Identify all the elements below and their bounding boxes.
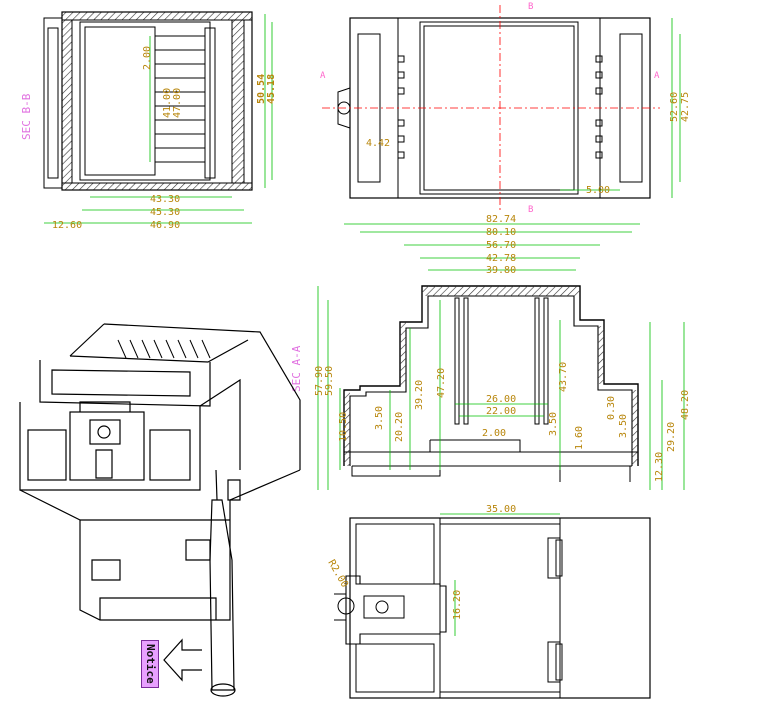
dim-aa-26-00: 26.00 — [486, 394, 516, 405]
dim-aa-47-20: 47.20 — [436, 368, 447, 398]
dim-aa-3-50-right: 3.50 — [618, 414, 629, 438]
dim-bb-2-00: 2.00 — [142, 46, 153, 70]
dim-bb-45-18: 45.18 — [266, 74, 277, 104]
dim-aa-3-50-mid: 3.50 — [548, 412, 559, 436]
top-view: A A B B 4.42 5.00 52.60 42.75 — [320, 2, 691, 215]
dim-aa-20-20: 20.20 — [394, 412, 405, 442]
dim-aa-2-00: 2.00 — [482, 428, 506, 439]
dim-top-5-00: 5.00 — [586, 185, 610, 196]
dim-aa-22-00: 22.00 — [486, 406, 516, 417]
section-bb-view: SEC B-B 2.00 41.00 — [20, 11, 277, 231]
dim-aa-57-90: 57.90 — [314, 366, 325, 396]
section-mark-a-left: A — [320, 71, 326, 81]
section-mark-b-top: B — [528, 2, 533, 12]
section-aa-view: SEC A-A 82.74 80.10 56.70 42.78 39.80 — [290, 214, 691, 490]
section-mark-a-right: A — [654, 71, 660, 81]
dim-aa-12-30: 12.30 — [654, 452, 665, 482]
dim-bottom-16-20: 16.20 — [452, 590, 463, 620]
dim-aa-39-20: 39.20 — [414, 380, 425, 410]
dim-bb-50-54: 50.54 — [256, 74, 267, 104]
dim-aa-48-20: 48.20 — [680, 390, 691, 420]
dim-aa-3-50-left: 3.50 — [374, 406, 385, 430]
section-bb-title: SEC B-B — [20, 93, 33, 140]
section-aa-title: SEC A-A — [290, 345, 303, 392]
dim-bb-41-00: 41.00 — [162, 88, 173, 118]
dim-aa-56-70: 56.70 — [486, 240, 516, 251]
dim-aa-42-78: 42.78 — [486, 253, 516, 264]
dim-aa-43-70: 43.70 — [558, 362, 569, 392]
dim-bottom-r2-00: R2.00 — [325, 558, 350, 590]
dim-bb-12-60: 12.60 — [52, 220, 82, 231]
dim-aa-39-80: 39.80 — [486, 265, 516, 276]
dim-aa-0-30: 0.30 — [606, 396, 617, 420]
dim-bb-47-00: 47.00 — [172, 88, 183, 118]
notice-label: Notice — [141, 640, 159, 688]
dim-bb-45-30: 45.30 — [150, 207, 180, 218]
dim-bb-43-30: 43.30 — [150, 194, 180, 205]
dim-top-4-42: 4.42 — [366, 138, 390, 149]
dim-aa-59-50: 59.50 — [324, 366, 335, 396]
dim-bottom-35-00: 35.00 — [486, 504, 516, 515]
dim-top-42-75: 42.75 — [680, 92, 691, 122]
dim-bb-46-90: 46.90 — [150, 220, 180, 231]
dim-aa-10-50: 10.50 — [338, 412, 349, 442]
dim-aa-1-60: 1.60 — [574, 426, 585, 450]
dim-aa-29-20: 29.20 — [666, 422, 677, 452]
bottom-view: 35.00 R2.00 16.20 — [325, 504, 651, 699]
dim-aa-80-10: 80.10 — [486, 227, 516, 238]
dim-top-52-60: 52.60 — [669, 92, 680, 122]
isometric-view — [19, 323, 301, 697]
section-mark-b-bottom: B — [528, 205, 533, 215]
dim-aa-82-74: 82.74 — [486, 214, 516, 225]
